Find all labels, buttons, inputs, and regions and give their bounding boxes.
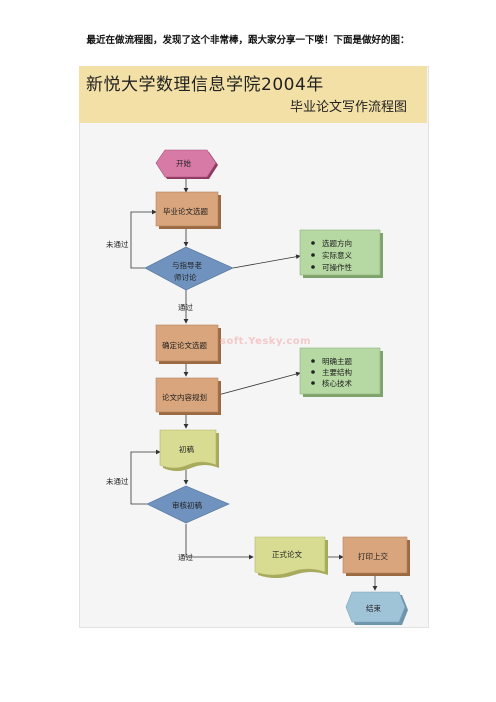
review-draft-decision-node <box>146 485 230 524</box>
plan-point-1: 明确主题 <box>322 357 352 366</box>
edge-label-passed-2: 通过 <box>178 553 193 562</box>
content-plan-label: 论文内容规划 <box>162 393 207 402</box>
select-topic-label: 毕业论文选题 <box>163 207 208 216</box>
confirm-topic-node <box>155 324 221 364</box>
discuss-label-line2: 师讨论 <box>174 273 197 282</box>
confirm-topic-label: 确定论文选题 <box>162 341 207 350</box>
final-paper-node <box>254 536 328 578</box>
discuss-decision-node <box>144 246 234 291</box>
banner-subtitle: 毕业论文写作流程图 <box>290 100 408 115</box>
banner-title: 新悦大学数理信息学院2004年 <box>86 75 324 95</box>
end-label: 结束 <box>366 604 381 613</box>
criteria-item-3: 可操作性 <box>322 263 352 272</box>
print-submit-label: 打印上交 <box>358 552 388 561</box>
plan-points-note <box>299 347 383 397</box>
review-draft-label: 审核初稿 <box>172 501 202 510</box>
criteria-item-1: 选题方向 <box>322 239 352 248</box>
edge-plan-to-points <box>217 371 301 396</box>
edge-loop-not-passed-2 <box>130 449 161 505</box>
watermark: soft.Yesky.com <box>220 336 312 347</box>
final-paper-label: 正式论文 <box>272 550 302 559</box>
edge-loop-not-passed-1 <box>130 209 157 269</box>
discuss-label-line1: 与指导老 <box>172 261 202 270</box>
end-node <box>345 591 408 625</box>
edge-label-not-passed-2: 未通过 <box>106 477 129 486</box>
edge-review-to-final <box>185 524 254 560</box>
topic-criteria-note <box>299 229 383 278</box>
edge-discuss-to-criteria <box>232 254 301 269</box>
select-topic-node <box>155 191 221 229</box>
content-plan-node <box>155 377 221 415</box>
first-draft-label: 初稿 <box>179 445 194 454</box>
title-banner <box>79 66 427 123</box>
edge-label-not-passed-1: 未通过 <box>106 240 129 249</box>
start-node <box>155 149 218 179</box>
first-draft-node <box>159 429 219 471</box>
plan-point-3: 核心技术 <box>322 379 352 388</box>
print-submit-node <box>342 536 410 576</box>
plan-point-2: 主要结构 <box>322 368 352 377</box>
start-label: 开始 <box>176 159 191 168</box>
connectors <box>130 177 378 591</box>
edge-label-passed-1: 通过 <box>178 303 193 312</box>
page-caption: 最近在做流程图，发现了这个非常棒，跟大家分享一下喽！下面是做好的图： <box>86 35 410 46</box>
criteria-item-2: 实际意义 <box>322 251 352 260</box>
diagram-frame <box>79 66 429 628</box>
